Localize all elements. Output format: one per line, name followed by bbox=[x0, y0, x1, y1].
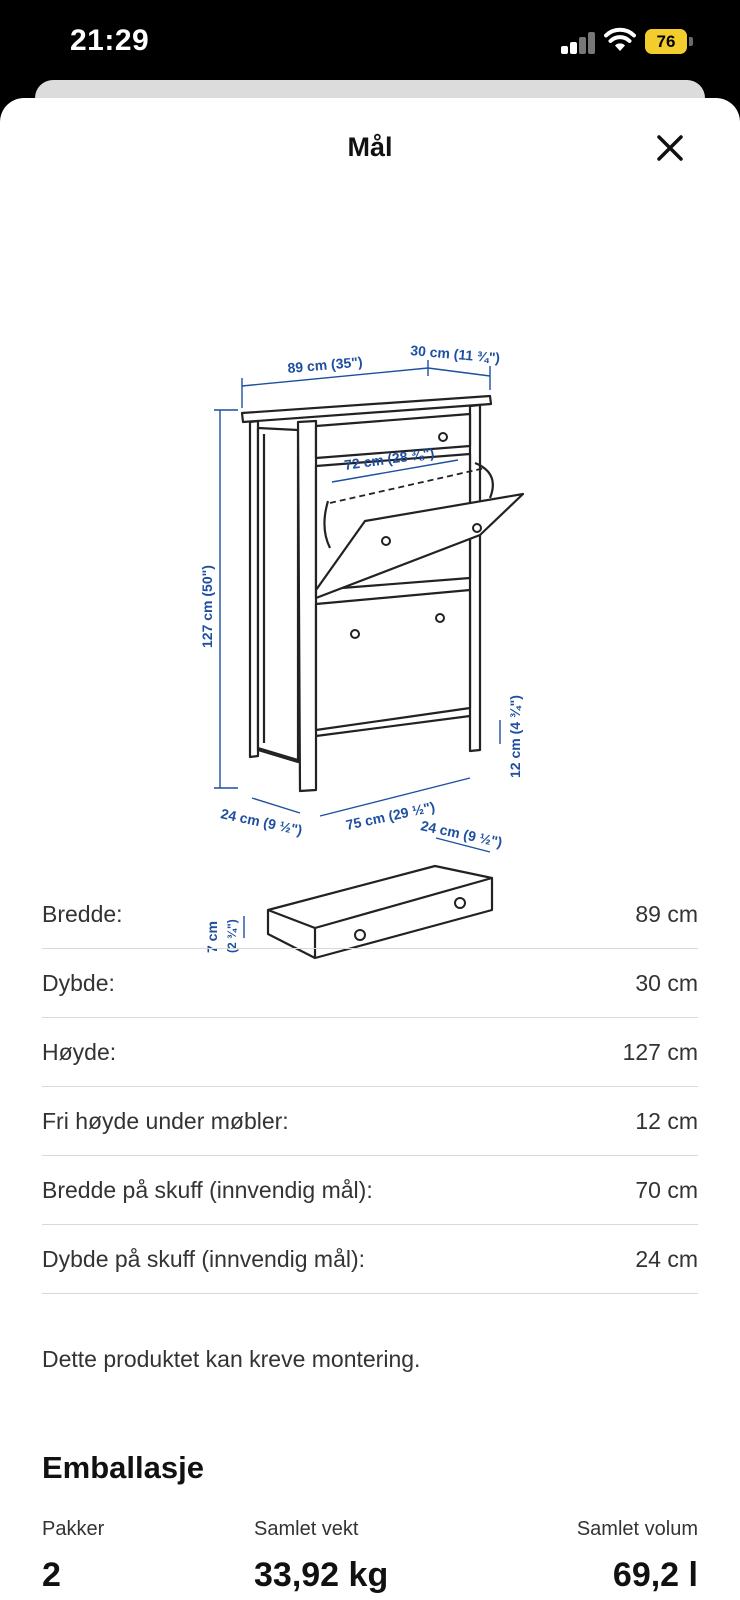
spec-row: Bredde på skuff (innvendig mål): 70 cm bbox=[42, 1156, 698, 1225]
spec-label: Dybde på skuff (innvendig mål): bbox=[42, 1245, 366, 1272]
dim-leg-clearance: 12 cm (4 ¾") bbox=[507, 695, 523, 778]
dimensions-sheet: Mål bbox=[0, 98, 740, 1600]
battery-icon: 76 bbox=[645, 29, 693, 54]
total-weight-header: Samlet vekt bbox=[254, 1518, 359, 1540]
dim-depth-top: 30 cm (11 ¾") bbox=[410, 342, 501, 366]
spec-row: Dybde: 30 cm bbox=[42, 949, 698, 1018]
spec-value: 24 cm bbox=[635, 1245, 698, 1272]
cellular-signal-icon bbox=[561, 32, 595, 54]
total-volume-value: 69,2 l bbox=[612, 1556, 698, 1594]
wifi-icon bbox=[604, 27, 636, 51]
packages-header: Pakker bbox=[42, 1518, 105, 1540]
assembly-note: Dette produktet kan kreve montering. bbox=[42, 1346, 421, 1372]
dim-drawer-height-cm: 7 cm bbox=[204, 921, 220, 953]
battery-level: 76 bbox=[645, 29, 687, 54]
dim-width-top: 89 cm (35") bbox=[287, 354, 363, 376]
packaging-title: Emballasje bbox=[42, 1450, 204, 1485]
spec-label: Fri høyde under møbler: bbox=[42, 1107, 289, 1134]
status-time: 21:29 bbox=[70, 24, 150, 57]
spec-value: 127 cm bbox=[622, 1038, 698, 1065]
spec-value: 89 cm bbox=[635, 900, 698, 927]
close-icon[interactable] bbox=[650, 128, 690, 168]
spec-value: 70 cm bbox=[635, 1176, 698, 1203]
spec-label: Høyde: bbox=[42, 1038, 117, 1065]
packages-value: 2 bbox=[42, 1556, 61, 1594]
dim-drawer-height-in: (2 ¾") bbox=[225, 919, 239, 953]
spec-label: Dybde: bbox=[42, 969, 115, 996]
sheet-title: Mål bbox=[347, 132, 393, 162]
spec-row: Dybde på skuff (innvendig mål): 24 cm bbox=[42, 1225, 698, 1294]
spec-row: Bredde: 89 cm bbox=[42, 880, 698, 949]
dim-height: 127 cm (50") bbox=[199, 565, 215, 648]
spec-value: 12 cm bbox=[635, 1107, 698, 1134]
status-bar: 21:29 76 bbox=[0, 0, 740, 82]
spec-label: Bredde: bbox=[42, 900, 123, 927]
spec-row: Fri høyde under møbler: 12 cm bbox=[42, 1087, 698, 1156]
spec-label: Bredde på skuff (innvendig mål): bbox=[42, 1176, 373, 1203]
total-weight-value: 33,92 kg bbox=[254, 1556, 389, 1594]
spec-list: Bredde: 89 cm Dybde: 30 cm Høyde: 127 cm… bbox=[42, 880, 698, 1294]
spec-value: 30 cm bbox=[635, 969, 698, 996]
spec-row: Høyde: 127 cm bbox=[42, 1018, 698, 1087]
total-volume-header: Samlet volum bbox=[576, 1518, 698, 1540]
product-dimension-diagram: 89 cm (35") 30 cm (11 ¾") 72 cm (28 ⅜") … bbox=[199, 342, 525, 960]
